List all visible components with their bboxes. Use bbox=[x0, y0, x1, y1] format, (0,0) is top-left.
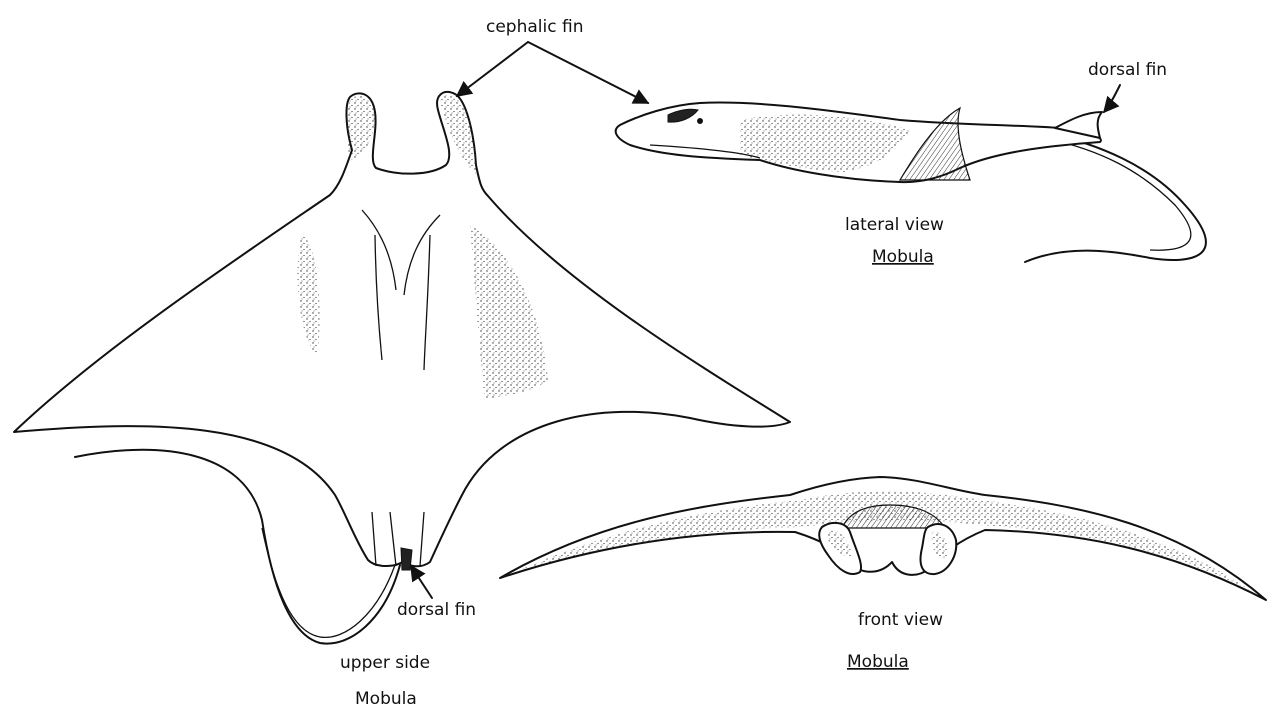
pointer-cephalic-fin-lateral bbox=[528, 42, 648, 103]
lateral-eye bbox=[697, 118, 703, 124]
label-front-view: front view bbox=[858, 610, 943, 630]
label-upper-genus: Mobula bbox=[355, 689, 417, 709]
lateral-tail bbox=[1025, 130, 1206, 262]
pointer-cephalic-fin-upper bbox=[457, 42, 528, 96]
upper-side-manta bbox=[14, 92, 790, 644]
upper-body-outline bbox=[14, 92, 790, 566]
label-dorsal-fin-upper: dorsal fin bbox=[397, 600, 476, 620]
label-front-genus: Mobula bbox=[847, 652, 909, 672]
pointer-dorsal-fin-upper bbox=[411, 566, 432, 598]
label-lateral-view: lateral view bbox=[845, 215, 944, 235]
front-view-manta bbox=[500, 477, 1266, 600]
label-cephalic-fin: cephalic fin bbox=[486, 17, 583, 37]
label-dorsal-fin-lateral: dorsal fin bbox=[1088, 60, 1167, 80]
label-upper-side: upper side bbox=[340, 653, 430, 673]
pointer-dorsal-fin-lateral bbox=[1104, 85, 1120, 112]
lateral-tail-inner bbox=[1045, 138, 1191, 250]
lateral-view-manta bbox=[616, 103, 1206, 262]
label-lateral-genus: Mobula bbox=[872, 247, 934, 267]
